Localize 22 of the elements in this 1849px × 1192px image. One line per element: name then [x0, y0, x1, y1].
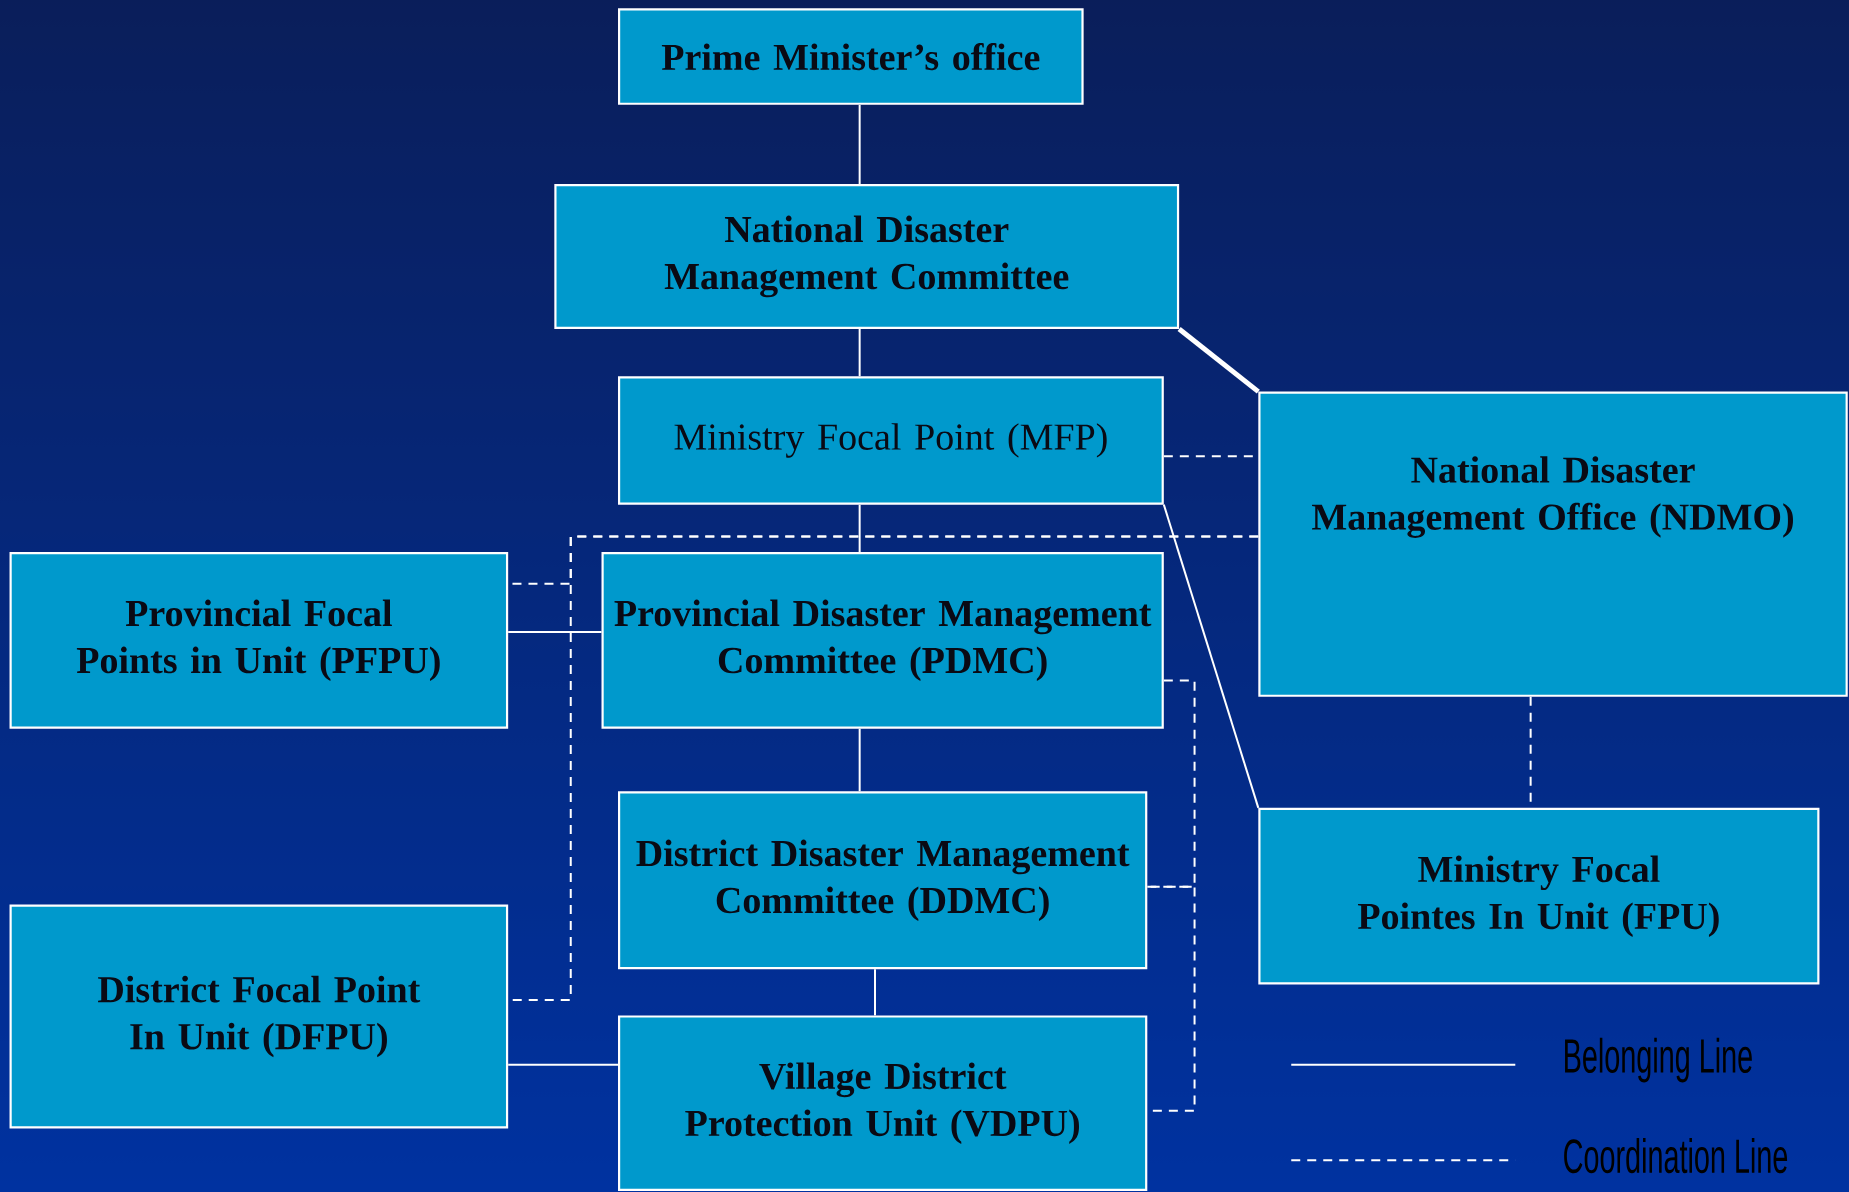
box: District Focal Point In Unit (DFPU): [9, 904, 509, 1129]
connector-line: [874, 968, 876, 1017]
connector-line: [858, 727, 861, 793]
box: District Disaster Management Committee (DDMC): [618, 791, 1148, 970]
box: National Disaster Management Committee: [554, 184, 1180, 329]
box: Ministry Focal Pointes In Unit (FPU): [1258, 807, 1820, 985]
box: National Disaster Management Office (NDMO): [1258, 391, 1848, 697]
connector-line: [858, 503, 861, 553]
legend-label: Coordination Line: [1564, 1138, 1788, 1174]
connector-line: [858, 103, 861, 186]
box: Prime Minister’s office: [618, 8, 1084, 105]
connector-line: [1162, 503, 1260, 809]
box: Village District Protection Unit (VDPU): [618, 1015, 1148, 1191]
box: Provincial Disaster Management Committee (PDMC): [601, 551, 1164, 729]
connector-line: [507, 631, 603, 634]
box: Ministry Focal Point (MFP): [618, 376, 1164, 505]
connector-line: [507, 1063, 619, 1066]
box: Provincial Focal Points in Unit (PFPU): [9, 551, 509, 729]
connector-line: [1146, 885, 1196, 1112]
legend-label: Belonging Line: [1565, 1037, 1752, 1083]
connector-line: [858, 327, 861, 378]
connector-line: [1177, 326, 1260, 394]
